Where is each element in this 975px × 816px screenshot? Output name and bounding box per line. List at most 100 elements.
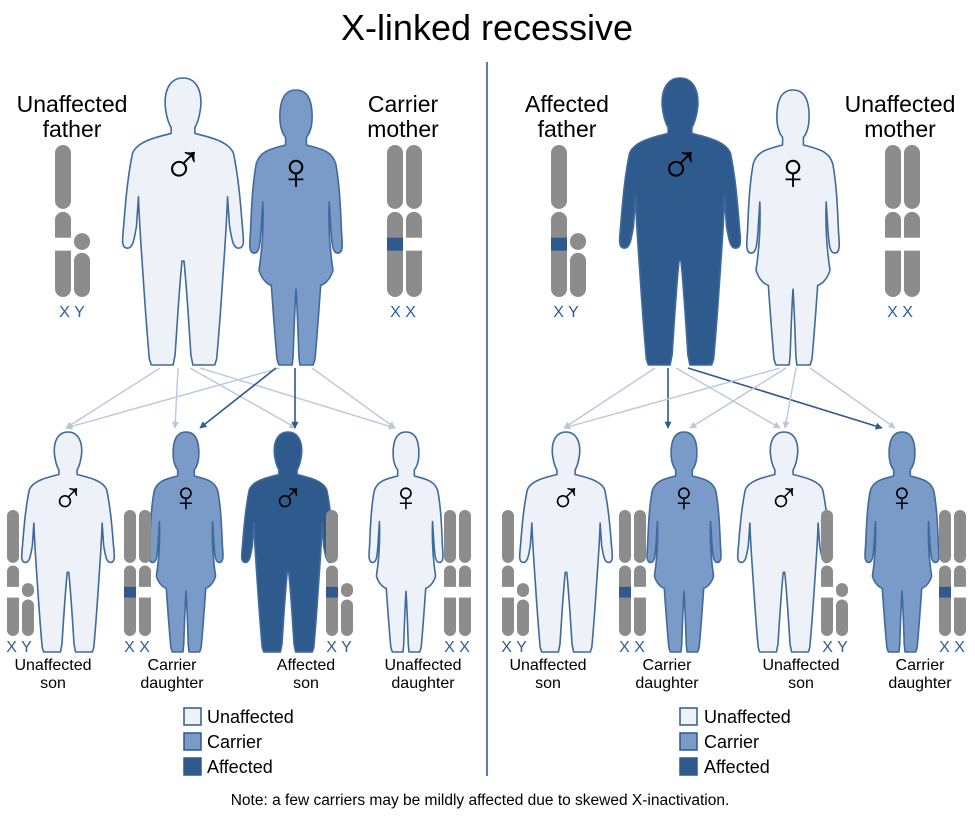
legend-swatch-unaffected (679, 707, 698, 726)
father-figure: ♂ (121, 77, 245, 366)
legend-swatch-carrier (679, 732, 698, 751)
child-1-chromosomes (502, 510, 529, 636)
chromosome-y-arm (517, 599, 529, 636)
child-2-chromosome-label: X X (619, 639, 645, 656)
inheritance-arrow (65, 367, 281, 430)
child-2-figure: ♀ (148, 431, 224, 653)
child-3-chromosomes (821, 510, 848, 636)
allele-band (502, 586, 514, 598)
inheritance-arrow (171, 367, 179, 429)
legend-swatch-affected (679, 757, 698, 776)
child-1-figure: ♂ (518, 431, 614, 653)
mother-chromosome-label: X X (887, 304, 913, 321)
page-title: X-linked recessive (341, 7, 633, 48)
allele-band (459, 586, 471, 598)
child-3-label-line-2: son (293, 675, 319, 692)
chromosome-x-arm (139, 510, 151, 563)
chromosome-y-arm (570, 233, 586, 250)
chromosome-x-arm (387, 211, 403, 297)
child-1-chromosome-label: X Y (6, 639, 32, 656)
child-1-label-line-1: Unaffected (14, 657, 91, 674)
body-silhouette (20, 431, 116, 653)
father-label-line-2: father (43, 116, 102, 142)
child-3-label-line-1: Unaffected (762, 657, 839, 674)
chromosomes (7, 145, 966, 636)
chromosome-x-arm (459, 510, 471, 563)
male-symbol-icon: ♂ (659, 130, 702, 194)
mother-figure: ♀ (248, 89, 344, 366)
child-3-label-line-2: son (788, 675, 814, 692)
child-4-label-line-1: Unaffected (384, 657, 461, 674)
inheritance-arrows (65, 367, 896, 430)
body-silhouette (148, 431, 224, 653)
child-4-figure: ♀ (864, 431, 940, 653)
mother-label-line-1: Unaffected (845, 91, 956, 117)
chromosome-y-arm (836, 599, 848, 636)
legend-swatch-unaffected (183, 707, 202, 726)
child-3-figure: ♂ (240, 431, 336, 653)
father-chromosome-label: X Y (59, 304, 85, 321)
allele-band (551, 237, 567, 251)
chromosome-y-arm (341, 599, 353, 636)
allele-band (821, 586, 833, 598)
legend-label-affected: Affected (207, 757, 273, 777)
chromosome-x-arm (954, 565, 966, 636)
child-4-chromosomes (939, 510, 966, 636)
child-4-figure: ♀ (368, 431, 444, 653)
child-1-figure: ♂ (20, 431, 116, 653)
legend: Unaffected Carrier Affected (679, 707, 791, 777)
child-3-chromosome-label: X Y (822, 639, 848, 656)
legend-swatch-affected (183, 757, 202, 776)
inheritance-arrow (689, 367, 787, 429)
mother-label-line-1: Carrier (368, 91, 439, 117)
male-symbol-icon: ♂ (768, 472, 801, 521)
father-label-line-1: Affected (525, 91, 609, 117)
child-2-label-line-1: Carrier (148, 657, 198, 674)
chromosome-x-arm (406, 211, 422, 297)
allele-band (444, 586, 456, 598)
body-silhouette (121, 77, 245, 366)
chromosome-x-arm (885, 145, 901, 209)
female-symbol-icon: ♀ (886, 473, 918, 520)
child-1-label-line-2: son (40, 675, 66, 692)
child-2-chromosomes (124, 510, 151, 636)
chromosome-x-arm (619, 510, 631, 563)
father-figure: ♂ (618, 77, 742, 366)
chromosome-x-arm (634, 565, 646, 636)
chromosome-y-arm (836, 583, 848, 597)
body-silhouette (646, 431, 722, 653)
panel-2: Affected father X Y Unaffected mother X … (501, 91, 965, 777)
inheritance-arrow (675, 367, 781, 429)
allele-band (885, 237, 901, 251)
body-silhouette (518, 431, 614, 653)
allele-band (904, 237, 920, 251)
chromosome-x-arm (7, 510, 19, 563)
body-silhouette (745, 89, 841, 366)
inheritance-arrow (199, 367, 396, 430)
father-label-line-2: father (538, 116, 597, 142)
father-chromosome-label: X Y (553, 304, 579, 321)
child-2-label-line-1: Carrier (643, 657, 693, 674)
allele-band (954, 586, 966, 598)
child-1-label-line-1: Unaffected (509, 657, 586, 674)
chromosome-x-arm (55, 211, 71, 297)
female-symbol-icon: ♀ (170, 473, 202, 520)
child-2-chromosome-label: X X (124, 639, 150, 656)
chromosome-x-arm (387, 145, 403, 209)
mother-figure: ♀ (745, 89, 841, 366)
child-3-chromosomes (326, 510, 353, 636)
inheritance-arrow (782, 367, 797, 429)
child-3-label-line-1: Affected (277, 657, 335, 674)
chromosome-x-arm (7, 565, 19, 636)
chromosome-x-arm (954, 510, 966, 563)
chromosome-x-arm (55, 145, 71, 209)
child-4-label-line-2: daughter (391, 675, 455, 692)
body-silhouette (368, 431, 444, 653)
chromosome-x-arm (326, 510, 338, 563)
legend-label-affected: Affected (704, 757, 770, 777)
child-1-label-line-2: son (535, 675, 561, 692)
female-symbol-icon: ♀ (277, 143, 316, 201)
chromosome-x-arm (124, 565, 136, 636)
female-symbol-icon: ♀ (390, 473, 422, 520)
